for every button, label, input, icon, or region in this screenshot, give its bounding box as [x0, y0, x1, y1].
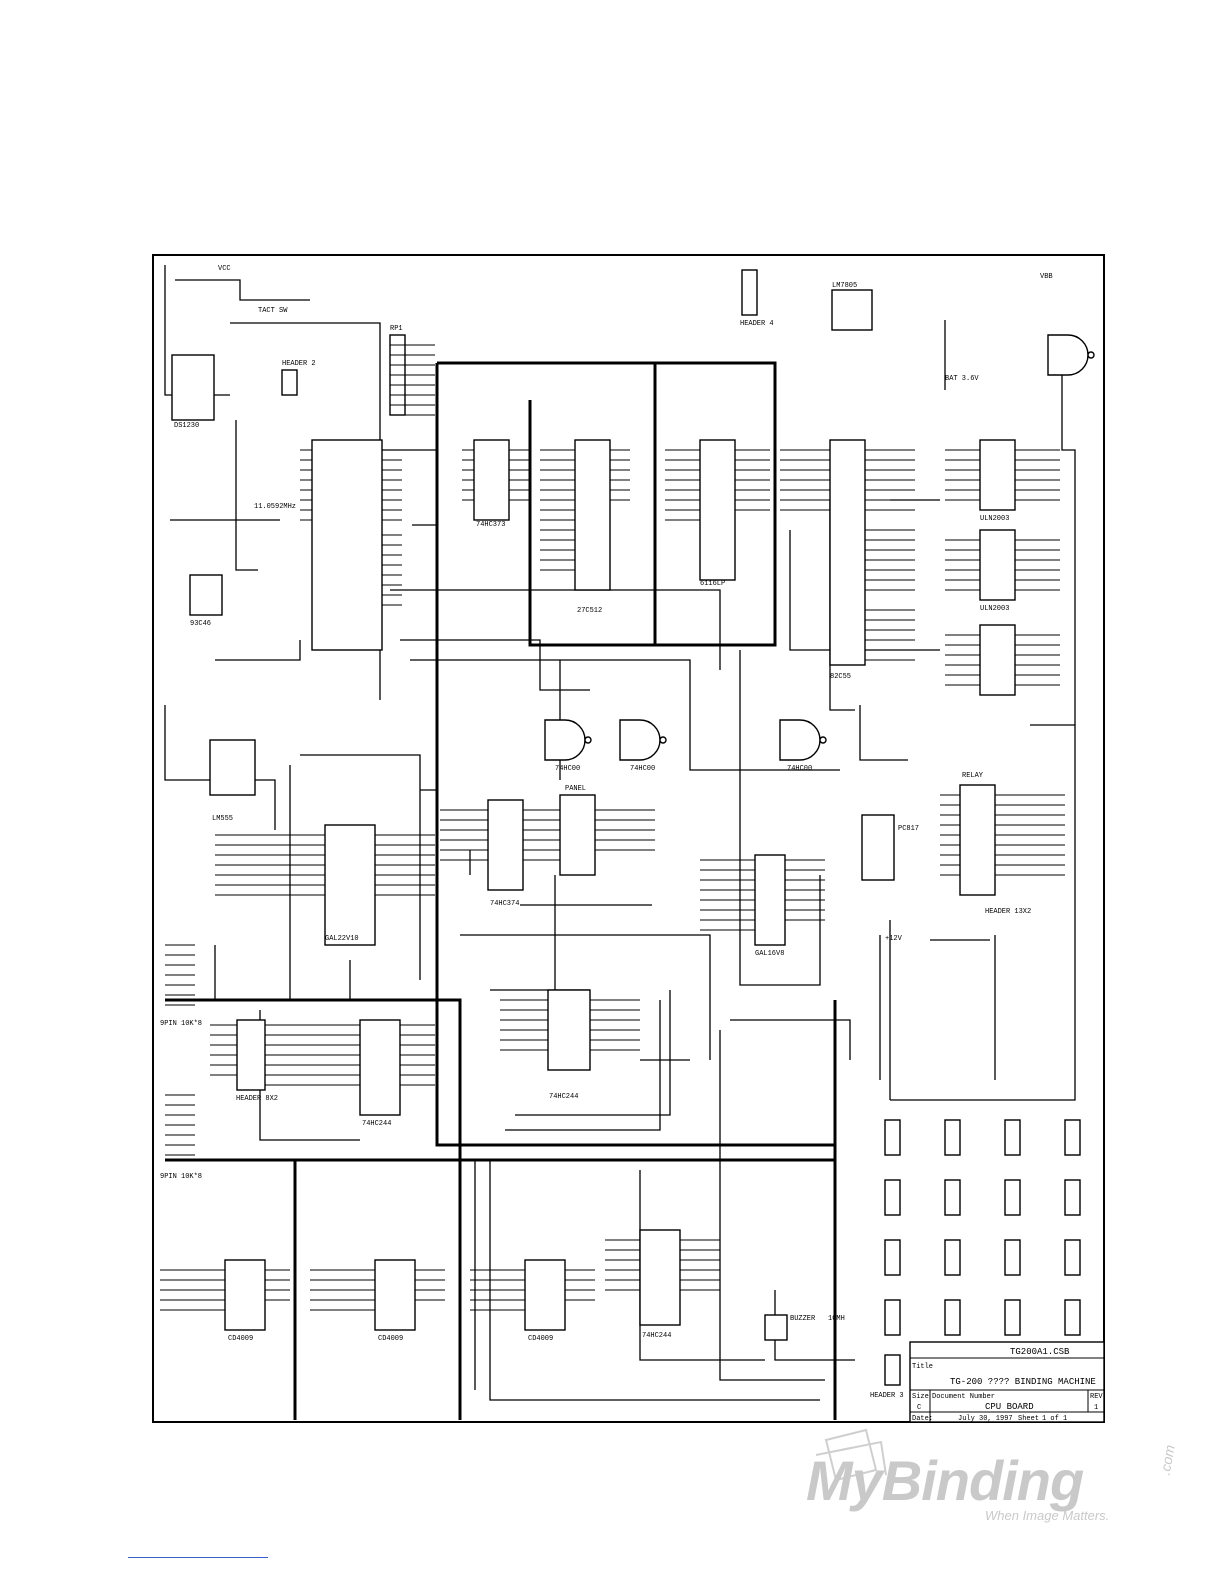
reg-ic: [831, 289, 873, 331]
size-label: Size: [912, 1393, 929, 1401]
gal2-label: GAL16V8: [755, 950, 784, 958]
header4-label: HEADER 4: [740, 320, 774, 328]
eeprom-ic: [189, 574, 223, 616]
header-4: [741, 269, 758, 316]
rp9pin1-label: 9PIN 10K*8: [160, 1020, 202, 1028]
mcu-ic: [311, 439, 383, 651]
latch-label: 74HC373: [476, 521, 505, 529]
buf-ic-2: [359, 1019, 401, 1116]
watermark-tagline: When Image Matters.: [985, 1508, 1110, 1523]
uln-ic-1: [979, 439, 1016, 511]
header8x2-label: HEADER 8X2: [236, 1095, 278, 1103]
reset-ic: [171, 354, 215, 421]
ff-ic: [487, 799, 524, 891]
nand3-label: 74HC00: [787, 765, 812, 773]
vbb-label: VBB: [1040, 273, 1053, 281]
schematic-labels: TG200A1.CSB Title TG-200 ???? BINDING MA…: [160, 265, 1103, 1423]
uln2-label: ULN2003: [980, 605, 1009, 613]
buf3-label: 74HC244: [642, 1332, 671, 1340]
battery-label: BAT 3.6V: [945, 375, 979, 383]
cmos3-label: CD4009: [528, 1335, 553, 1343]
panel-header: [559, 794, 596, 876]
date-label: Date:: [912, 1415, 933, 1423]
gal-label: GAL22V10: [325, 935, 359, 943]
reset-ic-label: DS1230: [174, 422, 199, 430]
nand-gates: [544, 334, 1095, 761]
cmos-ic-3: [524, 1259, 566, 1331]
main-bus-lines: [165, 361, 837, 1420]
cmos2-label: CD4009: [378, 1335, 403, 1343]
sheet-value: 1 of 1: [1042, 1415, 1067, 1423]
eprom-label: 27C512: [577, 607, 602, 615]
latch-ic: [473, 439, 510, 521]
header-8x2: [236, 1019, 266, 1091]
uln-ic-2: [979, 529, 1016, 601]
buf-ic-1: [547, 989, 591, 1071]
sheet-label: Sheet: [1018, 1415, 1039, 1423]
vcc-label: VCC: [218, 265, 231, 273]
rev-value: 1: [1094, 1404, 1098, 1412]
cmos-ic-1: [224, 1259, 266, 1331]
watermark-binding-icon: [815, 1428, 887, 1482]
reg-label: LM7805: [832, 282, 857, 290]
eprom-ic: [574, 439, 611, 591]
ff-label: 74HC374: [490, 900, 519, 908]
rp1-label: RP1: [390, 325, 403, 333]
header-2: [281, 369, 298, 396]
watermark-brand: MyBinding: [806, 1449, 1084, 1512]
size-value: C: [917, 1404, 921, 1412]
pin-ticks: [160, 344, 1065, 1311]
ppi-label: 82C55: [830, 673, 851, 681]
buf2-label: 74HC244: [362, 1120, 391, 1128]
docnum-label: Document Number: [932, 1393, 995, 1401]
date-value: July 30, 1997: [958, 1415, 1013, 1423]
schematic-border: [152, 254, 1105, 1423]
header13x2-label: HEADER 13X2: [985, 908, 1031, 916]
relay-header: [959, 784, 996, 896]
header3-grid: [884, 1119, 1081, 1386]
gal-ic: [324, 824, 376, 946]
ic-blocks: [171, 269, 1016, 1341]
uln-ic-3: [979, 624, 1016, 696]
header2-label: HEADER 2: [282, 360, 316, 368]
footer-rule: [128, 1557, 268, 1558]
ppi-ic: [829, 439, 866, 666]
crystal-label: 11.0592MHz: [254, 503, 296, 511]
timer-label: LM555: [212, 815, 233, 823]
buzzer-body: [764, 1314, 788, 1341]
header3-label: HEADER 3: [870, 1392, 904, 1400]
opto-ic: [861, 814, 895, 881]
buf1-label: 74HC244: [549, 1093, 578, 1101]
buzzer-label: BUZZER: [790, 1315, 816, 1323]
title-label: Title: [912, 1363, 933, 1371]
cmos1-label: CD4009: [228, 1335, 253, 1343]
gal2-ic: [754, 854, 786, 946]
eeprom-label: 93C46: [190, 620, 211, 628]
inductor-label: 10MH: [828, 1315, 845, 1323]
rp9pin2-label: 9PIN 10K*8: [160, 1173, 202, 1181]
timer-ic: [209, 739, 256, 796]
nand2-label: 74HC00: [630, 765, 655, 773]
ram-ic: [699, 439, 736, 581]
switch-label: TACT SW: [258, 307, 288, 315]
file-name: TG200A1.CSB: [1010, 1347, 1070, 1357]
v12-label: +12V: [885, 935, 903, 943]
buf-ic-3: [639, 1229, 681, 1326]
opto-label: PC817: [898, 825, 919, 833]
relay-label: RELAY: [962, 772, 984, 780]
ram-label: 6116LP: [700, 580, 725, 588]
docnum-value: CPU BOARD: [985, 1402, 1034, 1412]
uln1-label: ULN2003: [980, 515, 1009, 523]
signal-wires: [164, 265, 1076, 1401]
schematic-title: TG-200 ???? BINDING MACHINE: [950, 1377, 1096, 1387]
panel-label: PANEL: [565, 785, 586, 793]
title-block: [909, 1341, 1105, 1423]
cmos-ic-2: [374, 1259, 416, 1331]
rev-label: REV: [1090, 1393, 1103, 1401]
nand1-label: 74HC00: [555, 765, 580, 773]
